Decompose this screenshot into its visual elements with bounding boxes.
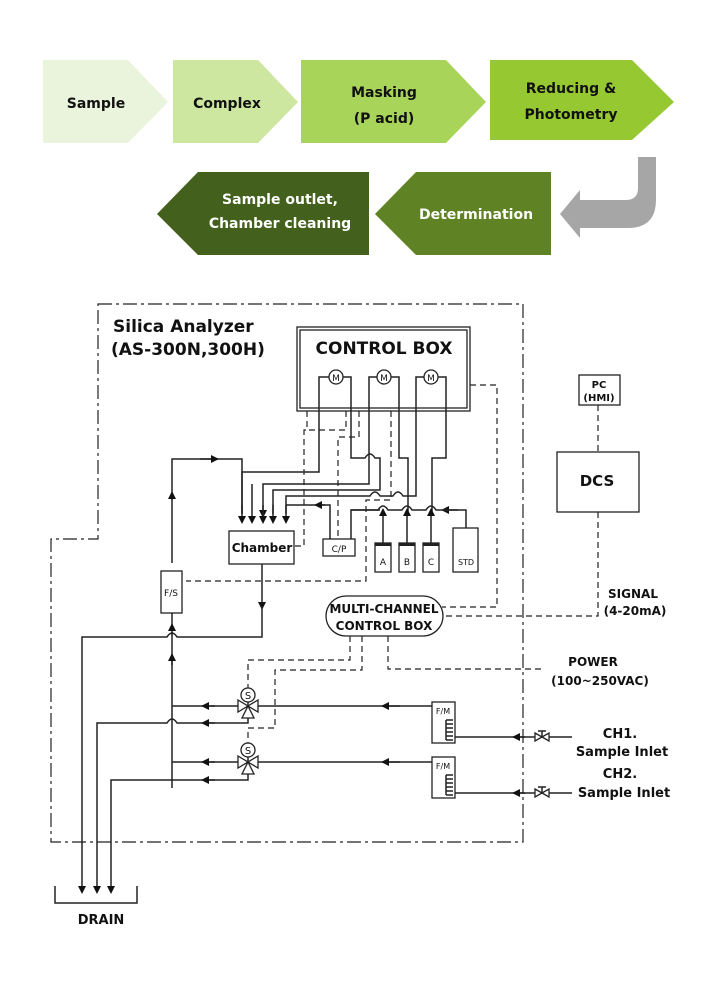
std-label: STD bbox=[458, 558, 474, 567]
control-box-label: CONTROL BOX bbox=[316, 339, 453, 359]
mcb-label-2: CONTROL BOX bbox=[336, 619, 433, 633]
std-bottle: STD bbox=[441, 506, 479, 573]
flowmeter-1-label: F/M bbox=[436, 707, 450, 716]
cp-label: C/P bbox=[332, 545, 347, 555]
analyzer-enclosure bbox=[50, 303, 524, 843]
signal-range: (4-20mA) bbox=[604, 604, 667, 618]
motor-2-label: M bbox=[380, 374, 388, 384]
reagent-b: B bbox=[398, 508, 416, 573]
step-determination: Determination bbox=[375, 172, 551, 255]
reagent-b-label: B bbox=[404, 558, 410, 568]
system-diagram: Silica Analyzer (AS-300N,300H) CONTROL B… bbox=[50, 303, 670, 928]
step-sample: Sample bbox=[43, 60, 168, 143]
step-outlet-label: Sample outlet, bbox=[222, 192, 338, 208]
step-complex: Complex bbox=[173, 60, 298, 143]
motor-1-label: M bbox=[332, 374, 340, 384]
control-signal-chamber bbox=[294, 411, 347, 547]
power-range: (100~250VAC) bbox=[551, 674, 649, 688]
step-masking-label: Masking bbox=[351, 85, 417, 101]
control-signal-fs bbox=[186, 411, 392, 582]
motor-2: M bbox=[259, 369, 409, 518]
process-flow: Sample Complex Masking (P acid) Reducing… bbox=[43, 60, 674, 255]
chamber: Chamber bbox=[228, 530, 295, 565]
flowmeter-2-label: F/M bbox=[436, 762, 450, 771]
ch1-label: CH1. bbox=[603, 727, 637, 742]
step-reducing-photometry: Reducing & Photometry bbox=[490, 60, 674, 140]
pc-label: PC bbox=[592, 380, 607, 391]
step-determination-label: Determination bbox=[419, 207, 533, 223]
fs-label: F/S bbox=[164, 589, 178, 599]
control-signal-cp bbox=[337, 411, 360, 539]
drain: DRAIN bbox=[54, 886, 138, 928]
signal-link bbox=[442, 512, 599, 617]
hmi-label: (HMI) bbox=[583, 393, 614, 404]
power-label: POWER bbox=[568, 655, 618, 669]
channel-2-line: S F/M CH2. Sample Inlet bbox=[107, 742, 670, 894]
ch1-sublabel: Sample Inlet bbox=[576, 745, 668, 760]
reagent-header-line bbox=[351, 505, 458, 511]
ch2-sublabel: Sample Inlet bbox=[578, 786, 670, 801]
reagent-c: C bbox=[422, 508, 440, 573]
step-sample-outlet: Sample outlet, Chamber cleaning bbox=[157, 172, 369, 255]
analyzer-title: Silica Analyzer bbox=[113, 317, 254, 337]
dcs: DCS bbox=[556, 451, 640, 513]
turn-arrow-icon bbox=[560, 157, 656, 238]
drain-label: DRAIN bbox=[78, 913, 125, 928]
dcs-label: DCS bbox=[580, 472, 615, 490]
motor-3-label: M bbox=[427, 374, 435, 384]
multi-channel-control-box: MULTI-CHANNEL CONTROL BOX bbox=[247, 595, 543, 745]
step-masking-sublabel: (P acid) bbox=[354, 111, 415, 127]
analyzer-model: (AS-300N,300H) bbox=[111, 340, 265, 360]
mcb-label-1: MULTI-CHANNEL bbox=[329, 602, 438, 616]
chamber-label: Chamber bbox=[232, 541, 293, 555]
reagent-a-label: A bbox=[380, 558, 387, 568]
channel-1-line: S F/M CH1. Sample Inlet bbox=[93, 687, 668, 894]
step-sample-label: Sample bbox=[67, 96, 125, 112]
step-photometry-label: Photometry bbox=[525, 107, 618, 123]
control-signal-mcb bbox=[442, 384, 498, 608]
control-box: CONTROL BOX bbox=[296, 326, 471, 412]
step-reducing-label: Reducing & bbox=[526, 81, 616, 97]
reagent-c-label: C bbox=[428, 558, 434, 568]
step-complex-label: Complex bbox=[193, 96, 261, 112]
reagent-a: A bbox=[374, 508, 392, 573]
pc-hmi: PC (HMI) bbox=[578, 374, 621, 406]
flow-switch-loop: F/S bbox=[78, 455, 266, 894]
step-cleaning-label: Chamber cleaning bbox=[209, 216, 351, 232]
step-masking: Masking (P acid) bbox=[301, 60, 486, 143]
motor-3: M bbox=[285, 369, 447, 514]
ch2-label: CH2. bbox=[603, 767, 637, 782]
solenoid-1-label: S bbox=[245, 691, 251, 702]
signal-label: SIGNAL bbox=[608, 587, 658, 601]
solenoid-2-label: S bbox=[245, 746, 251, 757]
